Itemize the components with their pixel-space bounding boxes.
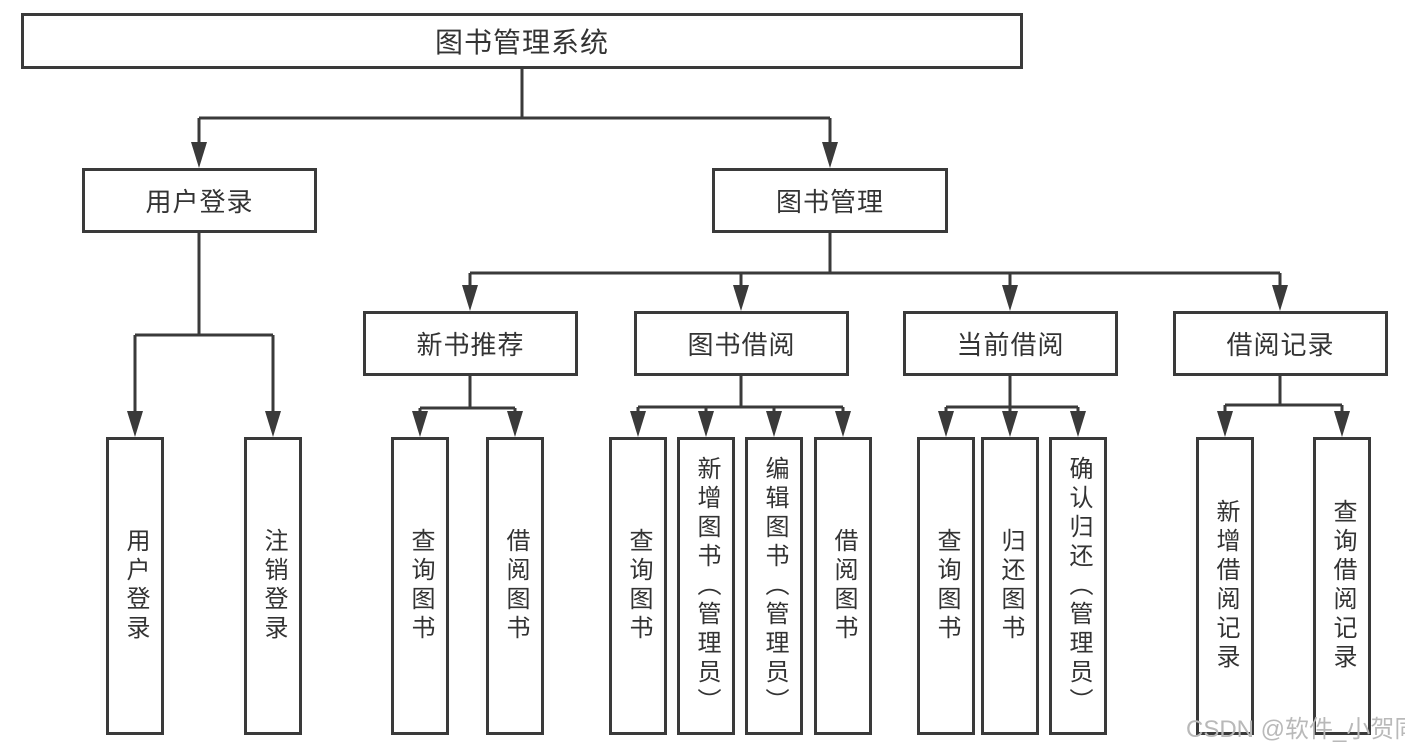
leaf-bb-query-books: 查询图书 xyxy=(609,437,667,735)
leaf-label: 借阅图书 xyxy=(502,528,529,644)
leaf-label: 确认归还（管理员） xyxy=(1065,455,1092,717)
node-label: 用户登录 xyxy=(145,187,254,217)
leaf-user-login: 用户登录 xyxy=(106,437,164,735)
arrowheads xyxy=(127,142,1350,437)
leaf-label: 查询借阅记录 xyxy=(1329,499,1356,673)
node-label: 新书推荐 xyxy=(416,330,525,360)
node-label: 借阅记录 xyxy=(1226,330,1335,360)
leaf-bb-borrow-books: 借阅图书 xyxy=(814,437,872,735)
csdn-watermark: CSDN @软件_小贺同学 xyxy=(1186,716,1405,743)
node-book-borrowing: 图书借阅 xyxy=(634,311,849,376)
node-book-management: 图书管理 xyxy=(712,168,948,233)
leaf-br-query-record: 查询借阅记录 xyxy=(1313,437,1371,735)
node-new-book-recommend: 新书推荐 xyxy=(363,311,578,376)
leaf-nb-query-books: 查询图书 xyxy=(391,437,449,735)
node-borrow-records: 借阅记录 xyxy=(1173,311,1388,376)
leaf-bb-edit-books-admin: 编辑图书（管理员） xyxy=(745,437,803,735)
leaf-label: 借阅图书 xyxy=(830,528,857,644)
leaf-cb-return-books: 归还图书 xyxy=(981,437,1039,735)
node-label: 图书管理 xyxy=(775,187,884,217)
leaf-nb-borrow-books: 借阅图书 xyxy=(486,437,544,735)
node-root-system: 图书管理系统 xyxy=(21,13,1023,69)
leaf-logout: 注销登录 xyxy=(244,437,302,735)
leaf-cb-confirm-return-admin: 确认归还（管理员） xyxy=(1049,437,1107,735)
leaf-label: 注销登录 xyxy=(260,528,287,644)
leaf-label: 查询图书 xyxy=(625,528,652,644)
node-label: 当前借阅 xyxy=(956,330,1065,360)
leaf-label: 新增借阅记录 xyxy=(1212,499,1239,673)
leaf-cb-query-books: 查询图书 xyxy=(917,437,975,735)
leaf-bb-add-books-admin: 新增图书（管理员） xyxy=(677,437,735,735)
node-label: 图书管理系统 xyxy=(434,27,609,58)
leaf-label: 查询图书 xyxy=(407,528,434,644)
leaf-label: 查询图书 xyxy=(933,528,960,644)
node-current-borrowing: 当前借阅 xyxy=(903,311,1118,376)
leaf-label: 新增图书（管理员） xyxy=(693,455,720,717)
leaf-label: 归还图书 xyxy=(997,528,1024,644)
leaf-br-add-record: 新增借阅记录 xyxy=(1196,437,1254,735)
leaf-label: 用户登录 xyxy=(122,528,149,644)
leaf-label: 编辑图书（管理员） xyxy=(761,455,788,717)
node-user-login: 用户登录 xyxy=(82,168,317,233)
node-label: 图书借阅 xyxy=(687,330,796,360)
